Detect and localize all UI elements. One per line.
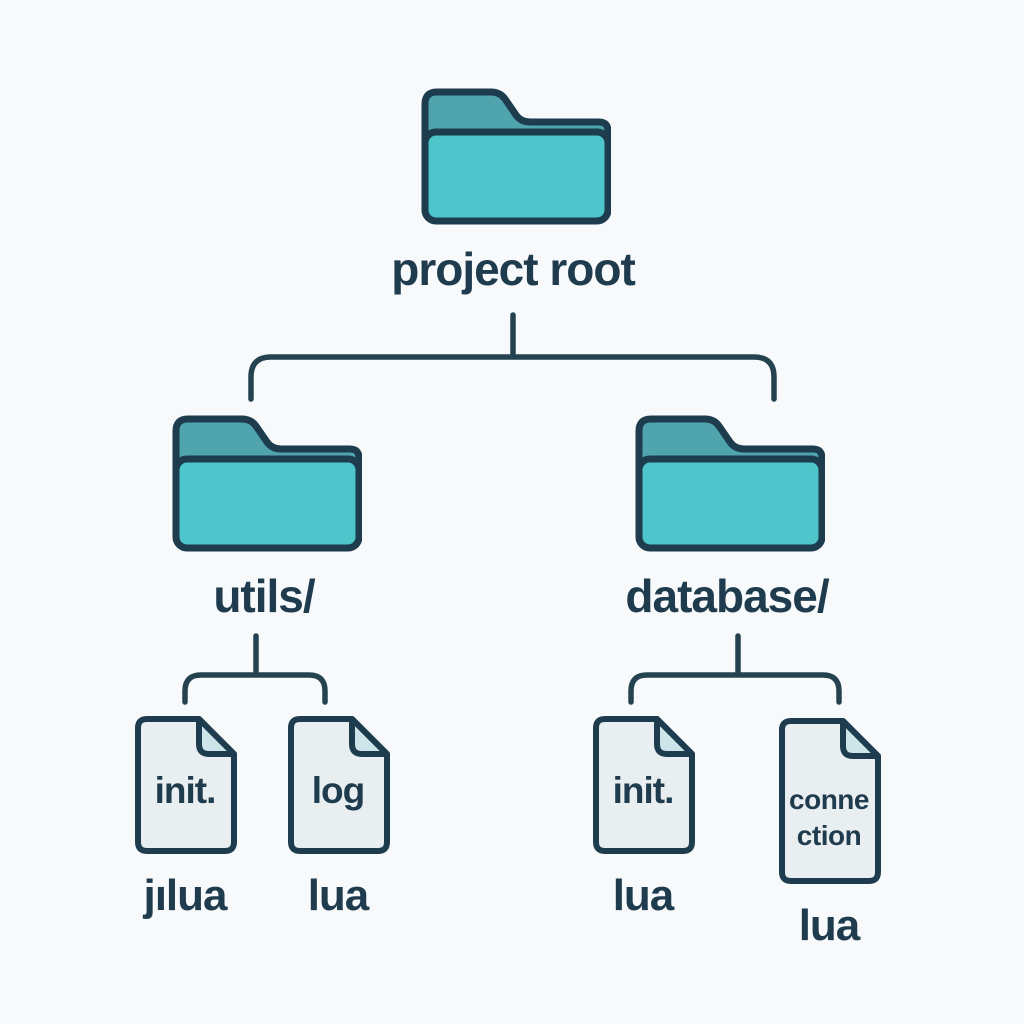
file-icon [779,718,881,884]
file-title: init. [154,770,217,811]
connector-database-to-files [628,633,842,705]
file-icon [288,716,390,854]
file-title-line1: conne [789,784,869,815]
database-folder-label: database/ [625,570,829,622]
folder-icon [635,415,825,552]
node-folder-utils: utils/ [166,405,362,622]
file-icon [593,716,695,854]
node-folder-database: database/ [625,405,830,622]
utils-folder-label: utils/ [213,570,315,622]
node-file-database-init: init. lua [587,712,699,920]
file-icon-wrap: init. [129,712,241,858]
node-file-utils-log: log lua [282,712,394,920]
folder-icon [172,415,362,552]
connector-utils-to-files [182,633,328,705]
project-root-label: project root [391,243,636,295]
connector-root-to-folders [248,312,777,402]
node-file-database-connection: conne ction lua [773,714,885,950]
file-title-line2: ction [796,820,862,852]
file-icon-wrap: conne ction [773,714,885,888]
file-title: conne ction [773,782,885,855]
node-project-root: project root [391,78,636,295]
node-file-utils-init: init. jılua [129,712,241,920]
file-ext-label: lua [612,871,675,920]
file-title: log [311,770,365,811]
file-ext-label: lua [307,871,370,920]
file-icon [135,716,237,854]
file-icon-wrap: log [282,712,394,858]
file-title: init. [612,770,675,811]
file-ext-label: lua [798,901,861,950]
file-ext-label: jılua [143,871,227,920]
file-icon-wrap: init. [587,712,699,858]
folder-icon [421,88,611,225]
